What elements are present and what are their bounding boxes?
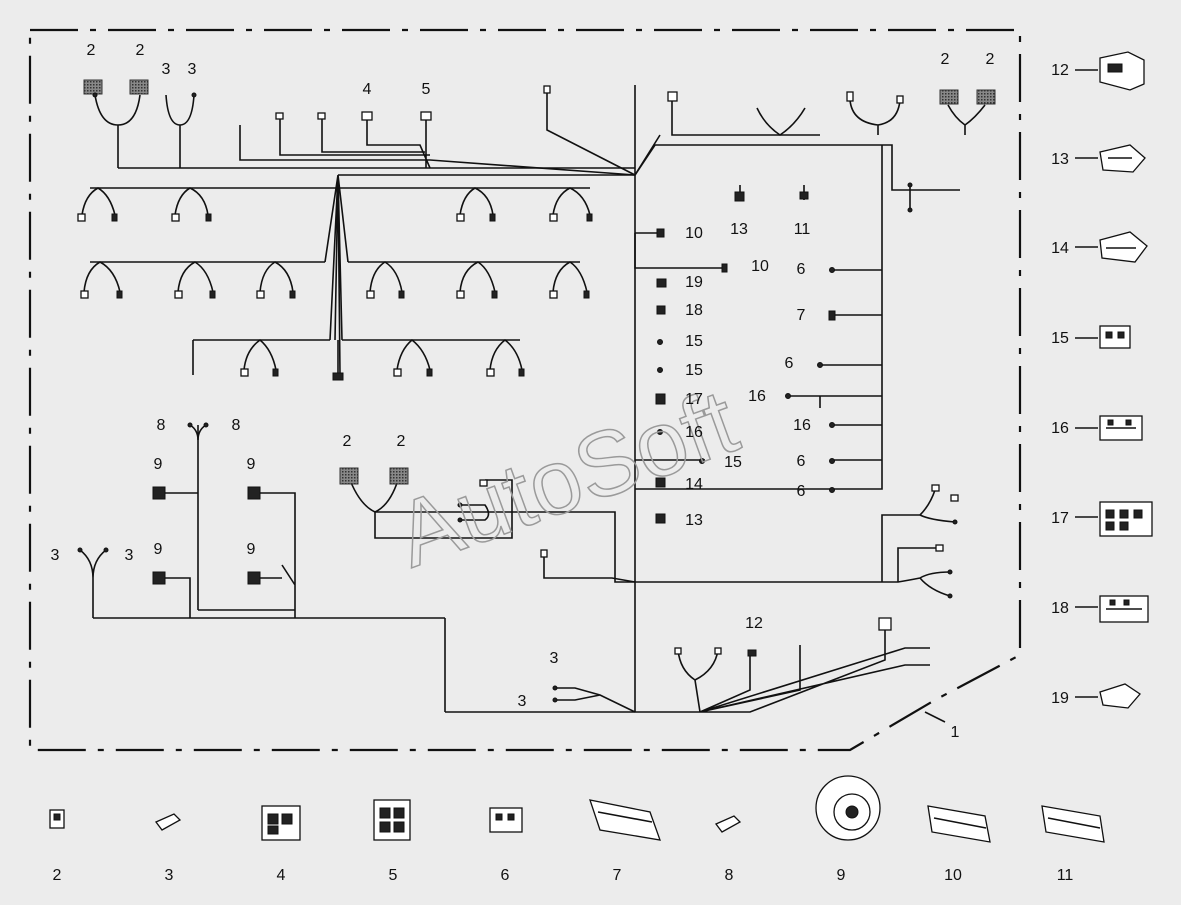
callout-c25: 16: [685, 424, 703, 441]
connector-18-drawing: [1099, 595, 1149, 623]
harness-wires: [79, 85, 986, 713]
callout-c45: 14: [1051, 240, 1069, 257]
connector-legend-right: [1075, 51, 1153, 709]
callout-c26: 2: [343, 433, 352, 450]
connector-8-drawing: [714, 815, 742, 833]
callout-c06: 5: [422, 81, 431, 98]
callout-c17: 15: [685, 333, 703, 350]
callout-c34: 13: [685, 512, 703, 529]
callout-c15: 18: [685, 302, 703, 319]
connectors: [77, 79, 996, 703]
callout-c16: 7: [797, 307, 806, 324]
callout-c01: 2: [87, 42, 96, 59]
callout-c10: 11: [794, 221, 811, 238]
callout-c23: 8: [157, 417, 166, 434]
callout-c02: 2: [136, 42, 145, 59]
callout-c55: 6: [501, 867, 510, 884]
callout-c28: 6: [797, 453, 806, 470]
connector-11-drawing: [1041, 805, 1105, 843]
callout-c44: 13: [1051, 151, 1069, 168]
callout-c58: 9: [837, 867, 846, 884]
leader-line-1: [924, 711, 946, 723]
callout-c04: 3: [188, 61, 197, 78]
callout-c11: 10: [685, 225, 703, 242]
callout-c13: 6: [797, 261, 806, 278]
callout-c03: 3: [162, 61, 171, 78]
callout-c07: 2: [941, 51, 950, 68]
connector-14-drawing: [1099, 231, 1148, 263]
connector-12-drawing: [1099, 51, 1145, 91]
callout-c12: 10: [751, 258, 769, 275]
callout-c24: 8: [232, 417, 241, 434]
connector-legend-bottom: [49, 775, 1105, 843]
callout-c38: 3: [125, 547, 134, 564]
callout-c60: 11: [1057, 867, 1074, 884]
connector-15-drawing: [1099, 325, 1131, 349]
callout-c27: 2: [397, 433, 406, 450]
connector-16-drawing: [1099, 415, 1143, 441]
connector-10-drawing: [927, 805, 991, 843]
callout-c43: 12: [1051, 62, 1069, 79]
boundary-frame: [28, 28, 1022, 752]
callout-c39: 12: [745, 615, 763, 632]
callout-c54: 5: [389, 867, 398, 884]
connector-3-drawing: [154, 813, 182, 831]
callout-c47: 16: [1051, 420, 1069, 437]
callout-c41: 3: [518, 693, 527, 710]
callout-c21: 17: [685, 391, 703, 408]
callout-c29: 15: [724, 454, 742, 471]
callout-c40: 3: [550, 650, 559, 667]
connector-17-drawing: [1099, 501, 1153, 537]
callout-c36: 9: [247, 541, 256, 558]
callout-c51: 2: [53, 867, 62, 884]
callout-c46: 15: [1051, 330, 1069, 347]
callout-c50: 19: [1051, 690, 1069, 707]
callout-c09: 13: [730, 221, 748, 238]
callout-c08: 2: [986, 51, 995, 68]
callout-c35: 9: [154, 541, 163, 558]
callout-c18: 6: [785, 355, 794, 372]
callout-c32: 14: [685, 476, 703, 493]
callout-c42: 1: [951, 724, 960, 741]
callout-c57: 8: [725, 867, 734, 884]
callout-c31: 9: [247, 456, 256, 473]
callout-c52: 3: [165, 867, 174, 884]
callout-c53: 4: [277, 867, 286, 884]
connector-19-drawing: [1099, 683, 1141, 709]
callout-c30: 9: [154, 456, 163, 473]
callout-c59: 10: [944, 867, 962, 884]
callout-c49: 18: [1051, 600, 1069, 617]
connector-13-drawing: [1099, 144, 1146, 173]
callout-c37: 3: [51, 547, 60, 564]
callout-c56: 7: [613, 867, 622, 884]
connector-9-drawing: [815, 775, 881, 841]
callout-c22: 16: [793, 417, 811, 434]
connector-7-drawing: [589, 799, 661, 841]
connector-4-drawing: [261, 805, 301, 841]
callout-c05: 4: [363, 81, 372, 98]
callout-c19: 15: [685, 362, 703, 379]
connector-2-drawing: [49, 809, 65, 829]
callout-c14: 19: [685, 274, 703, 291]
connector-5-drawing: [373, 799, 411, 841]
callout-c33: 6: [797, 483, 806, 500]
connector-6-drawing: [489, 807, 523, 833]
callout-c48: 17: [1051, 510, 1069, 527]
callout-c20: 16: [748, 388, 766, 405]
